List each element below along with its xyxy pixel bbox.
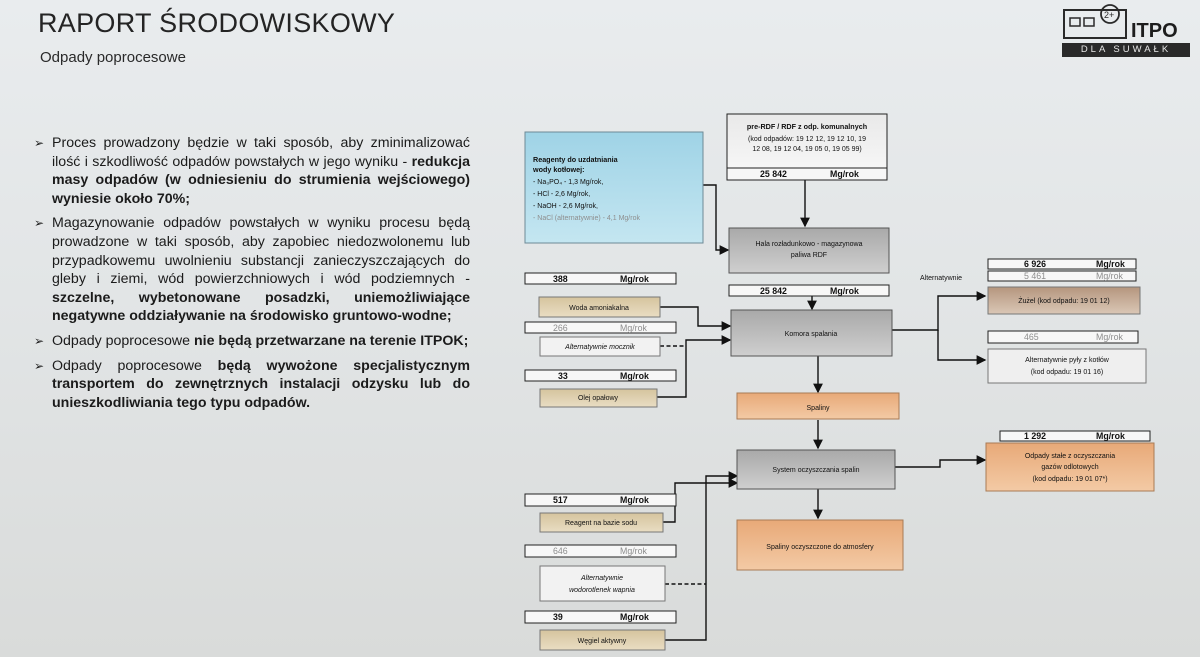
- storage-hall-value: 25 842: [760, 286, 787, 296]
- svg-text:2+: 2+: [1104, 10, 1114, 20]
- itpo-logo-icon: 2+: [1063, 4, 1127, 39]
- unit-label: Mg/rok: [620, 612, 649, 622]
- bullet-list: ➢ Proces prowadzony będzie w taki sposób,…: [30, 134, 470, 418]
- ash-value: 465: [1024, 332, 1039, 342]
- bullet-item: ➢ Odpady poprocesowe nie będą przetwarzan…: [30, 332, 470, 351]
- lime-value: 646: [553, 546, 568, 556]
- flue-gas-label: Spaliny: [807, 405, 830, 412]
- reagents-title: Reagenty do uzdatniania: [533, 155, 619, 164]
- ammonia-input: 388 Mg/rok Woda amoniakalna: [524, 272, 677, 318]
- bullet-text: nie będą przetwarzane na terenie ITPOK;: [193, 332, 469, 349]
- slag-label: Żużel (kod odpadu: 19 01 12): [1018, 296, 1109, 305]
- oil-value: 33: [558, 371, 568, 381]
- urea-label: Alternatywnie mocznik: [564, 344, 635, 351]
- unit-label: Mg/rok: [1096, 431, 1125, 441]
- unit-label: Mg/rok: [1096, 271, 1123, 281]
- page-title: RAPORT ŚRODOWISKOWY: [38, 8, 396, 38]
- logo-name: ITPO: [1131, 20, 1178, 42]
- storage-hall-label: Hala rozładunkowo - magazynowa: [756, 241, 863, 248]
- lime-label: Alternatywnie: [580, 575, 623, 582]
- reagent-item: - NaOH - 2,6 Mg/rok,: [533, 203, 598, 210]
- bullet-text: Proces prowadzony będzie w taki sposób, …: [52, 135, 470, 170]
- residues-label: gazów odlotowych: [1041, 464, 1098, 471]
- bullet-arrow-icon: ➢: [34, 216, 45, 231]
- bullet-text: będą wywożone specjalistycznym transport…: [52, 357, 470, 411]
- unit-label: Mg/rok: [620, 371, 649, 381]
- urea-input: 266 Mg/rok Alternatywnie mocznik: [524, 321, 677, 357]
- unit-label: Mg/rok: [830, 286, 859, 296]
- boiler-ash-output: 465 Mg/rok Alternatywnie pyły z kotłów (…: [987, 330, 1147, 384]
- combustion-label: Komora spalania: [785, 331, 838, 338]
- lime-label: wodorotlenek wapnia: [569, 587, 635, 594]
- unit-label: Mg/rok: [620, 323, 647, 333]
- bullet-item: ➢ Odpady poprocesowe będą wywożone specja…: [30, 357, 470, 413]
- reagents-title: wody kotłowej:: [532, 165, 585, 174]
- bullet-arrow-icon: ➢: [34, 136, 45, 150]
- unit-label: Mg/rok: [1096, 332, 1123, 342]
- residues-label: (kod odpadu: 19 01 07*): [1032, 476, 1107, 483]
- rdf-input-codes: 12 08, 19 12 04, 19 05 0, 19 05 99): [752, 146, 861, 153]
- bullet-item: ➢ Magazynowanie odpadów powstałych w wyni…: [30, 214, 470, 326]
- boiler-water-reagents-box: Reagenty do uzdatniania wody kotłowej: -…: [524, 131, 704, 244]
- logo-tagline: DLA SUWAŁK: [1062, 43, 1190, 57]
- bullet-text: redukcja masy odpadów (w odniesieniu do …: [52, 153, 470, 207]
- clean-gas-label: Spaliny oczyszczone do atmosfery: [766, 544, 874, 551]
- carbon-value: 39: [553, 612, 563, 622]
- activated-carbon-input: 39 Mg/rok Węgiel aktywny: [524, 610, 677, 651]
- rdf-input-title: pre-RDF / RDF z odp. komunalnych: [747, 122, 867, 131]
- oil-label: Olej opałowy: [578, 395, 619, 402]
- bullet-item: ➢ Proces prowadzony będzie w taki sposób,…: [30, 134, 470, 208]
- ammonia-label: Woda amoniakalna: [569, 305, 629, 312]
- residues-label: Odpady stałe z oczyszczania: [1025, 453, 1115, 460]
- page-subtitle: Odpady poprocesowe: [40, 49, 186, 66]
- ammonia-value: 388: [553, 274, 568, 284]
- solid-residues-output: 1 292 Mg/rok Odpady stałe z oczyszczania…: [985, 430, 1155, 492]
- sodium-value: 517: [553, 495, 568, 505]
- unit-label: Mg/rok: [620, 546, 647, 556]
- slag-value: 6 926: [1024, 259, 1046, 269]
- bullet-text: Odpady poprocesowe: [52, 357, 218, 374]
- flue-gas-box: Spaliny: [736, 392, 900, 420]
- unit-label: Mg/rok: [620, 274, 649, 284]
- ash-label: Alternatywnie pyły z kotłów: [1025, 357, 1110, 364]
- residues-value: 1 292: [1024, 431, 1046, 441]
- unit-label: Mg/rok: [830, 169, 859, 179]
- reagent-item: - Na₃PO₄ - 1,3 Mg/rok,: [533, 179, 603, 186]
- carbon-label: Węgiel aktywny: [578, 638, 627, 645]
- reagent-item: - HCl - 2,6 Mg/rok,: [533, 191, 590, 198]
- bullet-arrow-icon: ➢: [34, 358, 45, 373]
- unit-label: Mg/rok: [620, 495, 649, 505]
- sodium-reagent-input: 517 Mg/rok Reagent na bazie sodu: [524, 493, 677, 533]
- clean-gas-box: Spaliny oczyszczone do atmosfery: [736, 519, 904, 571]
- bullet-text: szczelne, wybetonowane posadzki, uniemoż…: [52, 289, 470, 325]
- slag-alt-value: 5 461: [1024, 271, 1046, 281]
- storage-hall-box: Hala rozładunkowo - magazynowa paliwa RD…: [728, 227, 890, 297]
- reagent-item: - NaCl (alternatywnie) - 4,1 Mg/rok: [533, 215, 640, 222]
- unit-label: Mg/rok: [1096, 259, 1125, 269]
- lime-input: 646 Mg/rok Alternatywnie wodorotlenek wa…: [524, 544, 677, 602]
- ash-label: (kod odpadu: 19 01 16): [1031, 369, 1103, 376]
- bullet-arrow-icon: ➢: [34, 333, 45, 348]
- rdf-input-codes: (kod odpadów: 19 12 12, 19 12 10, 19: [748, 136, 866, 143]
- alternative-label: Alternatywnie: [920, 275, 962, 282]
- fuel-oil-input: 33 Mg/rok Olej opałowy: [524, 369, 677, 408]
- cleaning-label: System oczyszczania spalin: [772, 467, 859, 474]
- rdf-input-value: 25 842: [760, 169, 787, 179]
- bullet-text: Odpady poprocesowe: [52, 332, 194, 349]
- combustion-chamber-box: Komora spalania: [730, 309, 893, 357]
- flue-gas-cleaning-box: System oczyszczania spalin: [736, 449, 896, 490]
- storage-hall-label: paliwa RDF: [791, 252, 827, 259]
- slag-output: 6 926 Mg/rok 5 461 Mg/rok Żużel (kod odp…: [987, 258, 1141, 315]
- urea-value: 266: [553, 323, 568, 333]
- sodium-label: Reagent na bazie sodu: [565, 520, 637, 527]
- rdf-input-box: pre-RDF / RDF z odp. komunalnych (kod od…: [726, 113, 888, 181]
- connectors: [657, 180, 987, 641]
- bullet-text: Magazynowanie odpadów powstałych w wynik…: [52, 215, 470, 288]
